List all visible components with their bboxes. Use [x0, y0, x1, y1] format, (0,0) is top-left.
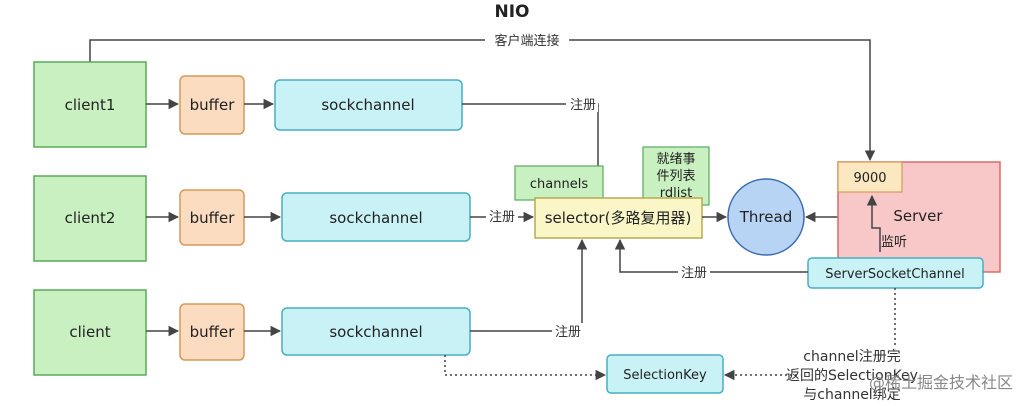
note-line3: 与channel绑定 — [803, 387, 900, 403]
client2-label: client2 — [65, 209, 116, 227]
sockchannel3-label: sockchannel — [329, 323, 422, 341]
register1-label: 注册 — [570, 98, 596, 113]
client-connect-label: 客户端连接 — [494, 33, 559, 49]
sock3-to-selection-key-dotted — [444, 355, 607, 381]
buffer3-box[interactable] — [179, 303, 245, 361]
buffer3-label: buffer — [190, 323, 236, 341]
register-server-label: 注册 — [681, 266, 707, 281]
client3-box[interactable] — [33, 289, 147, 376]
selection-key-label: SelectionKey — [623, 368, 707, 383]
buffer1-label: buffer — [190, 96, 236, 114]
selection-key-box[interactable] — [606, 354, 724, 394]
diagram-title: NIO — [494, 2, 529, 22]
channels-box[interactable] — [514, 165, 604, 201]
buffer2-label: buffer — [190, 209, 236, 227]
register1-label-bg — [566, 96, 598, 112]
thread-label: Thread — [739, 208, 792, 226]
server-socket-channel-label: ServerSocketChannel — [825, 267, 965, 282]
client1-label: client1 — [65, 96, 116, 114]
rdlist-box[interactable] — [642, 146, 710, 206]
buffer1-box[interactable] — [179, 75, 245, 135]
watermark: @稀土掘金技术社区 — [869, 373, 1013, 392]
note-bg — [800, 346, 912, 404]
register-server-label-bg — [678, 264, 710, 280]
register3-label: 注册 — [555, 325, 581, 340]
server-label: Server — [893, 207, 943, 225]
register3-label-bg — [552, 323, 584, 339]
register-server-arrow — [614, 238, 808, 273]
client1-box[interactable] — [33, 61, 147, 148]
rdlist-label-line2: 件列表 — [656, 169, 695, 184]
client3-label: client — [69, 323, 110, 341]
register2-label-bg — [486, 208, 518, 224]
listen-label: 监听 — [881, 235, 907, 250]
client2-box[interactable] — [33, 175, 147, 262]
note-line2: 返回的SelectionKey — [786, 368, 918, 384]
listen-arrow — [866, 194, 881, 252]
selector-label: selector(多路复用器) — [545, 209, 692, 227]
register2-label: 注册 — [489, 210, 515, 225]
thread-node[interactable] — [727, 178, 805, 256]
sockchannel2-label: sockchannel — [329, 209, 422, 227]
rdlist-label-line1: 就绪事 — [656, 152, 695, 167]
sockchannel1-box[interactable] — [274, 79, 463, 131]
sockchannel1-label: sockchannel — [321, 96, 414, 114]
register3-arrow — [470, 238, 588, 332]
channels-label: channels — [530, 177, 588, 192]
port-box[interactable] — [837, 161, 903, 193]
note-line1: channel注册完 — [803, 349, 900, 365]
client-connect-label-bg — [485, 31, 569, 49]
port-label: 9000 — [853, 171, 886, 186]
selector-box[interactable] — [534, 197, 703, 239]
client-connect-arrow — [89, 39, 876, 162]
